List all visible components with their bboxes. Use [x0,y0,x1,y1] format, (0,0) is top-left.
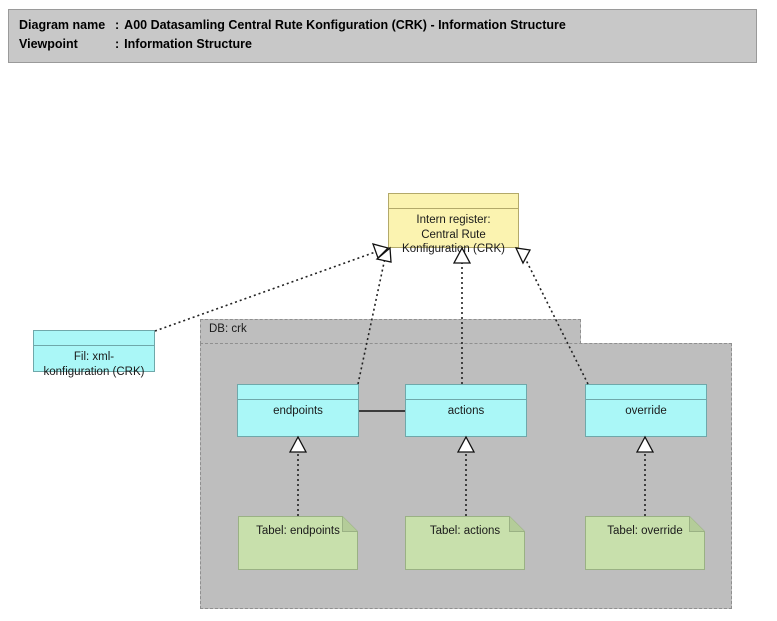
diagram-name-separator: : [115,18,120,32]
realization-arrowhead-file-to-register [371,243,390,260]
diagram-name-key: Diagram name [19,18,106,32]
viewpoint-separator: : [115,37,120,51]
node-label-line-1: Fil: xml- [73,351,115,363]
artifact-tabel-override[interactable]: Tabel: override [585,516,705,570]
node-label: actions [447,405,485,417]
node-label: endpoints [273,405,323,417]
viewpoint-row: Viewpoint : Information Structure [19,35,756,54]
artifact-tabel-endpoints[interactable]: Tabel: endpoints [238,516,358,570]
artifact-shape [405,516,525,570]
node-label-line-2: konfiguration (CRK) [43,365,145,378]
realization-arrowhead-override-to-register [514,247,532,265]
diagram-header: Diagram name : A00 Datasamling Central R… [8,9,757,63]
viewpoint-key: Viewpoint [19,37,78,51]
artifact-label: Tabel: actions [429,525,501,537]
node-title-band [238,385,358,400]
node-override[interactable]: override [585,384,707,437]
node-title-band [389,194,518,209]
node-label: override [625,405,667,417]
artifact-tabel-actions[interactable]: Tabel: actions [405,516,525,570]
grouping-tab [200,319,581,344]
grouping-label: DB: crk [209,323,247,335]
node-label-line-2: Central Rute [421,228,486,241]
node-title-band [586,385,706,400]
node-label: Intern register: Central Rute Konfigurat… [398,213,509,257]
node-label-line-3: Konfiguration (CRK) [402,243,505,255]
node-body: endpoints [238,400,358,436]
node-body: Intern register: Central Rute Konfigurat… [389,209,518,257]
node-intern-register-crk[interactable]: Intern register: Central Rute Konfigurat… [388,193,519,255]
node-body: Fil: xml- konfiguration (CRK) [34,346,154,379]
node-label: Fil: xml- konfiguration (CRK) [40,350,149,379]
node-fil-xml-konfiguration-crk[interactable]: Fil: xml- konfiguration (CRK) [33,330,155,378]
node-actions[interactable]: actions [405,384,527,437]
artifact-shape [585,516,705,570]
node-label-line-1: Intern register: [416,214,491,226]
node-body: actions [406,400,526,436]
node-endpoints[interactable]: endpoints [237,384,359,437]
viewpoint-value: Information Structure [124,37,252,51]
artifact-label: Tabel: endpoints [256,525,340,537]
node-title-band [34,331,154,346]
artifact-shape [238,516,358,570]
node-body: override [586,400,706,436]
node-title-band [406,385,526,400]
diagram-name-value: A00 Datasamling Central Rute Konfigurati… [124,18,566,32]
diagram-name-row: Diagram name : A00 Datasamling Central R… [19,16,756,35]
artifact-label: Tabel: override [607,525,683,537]
